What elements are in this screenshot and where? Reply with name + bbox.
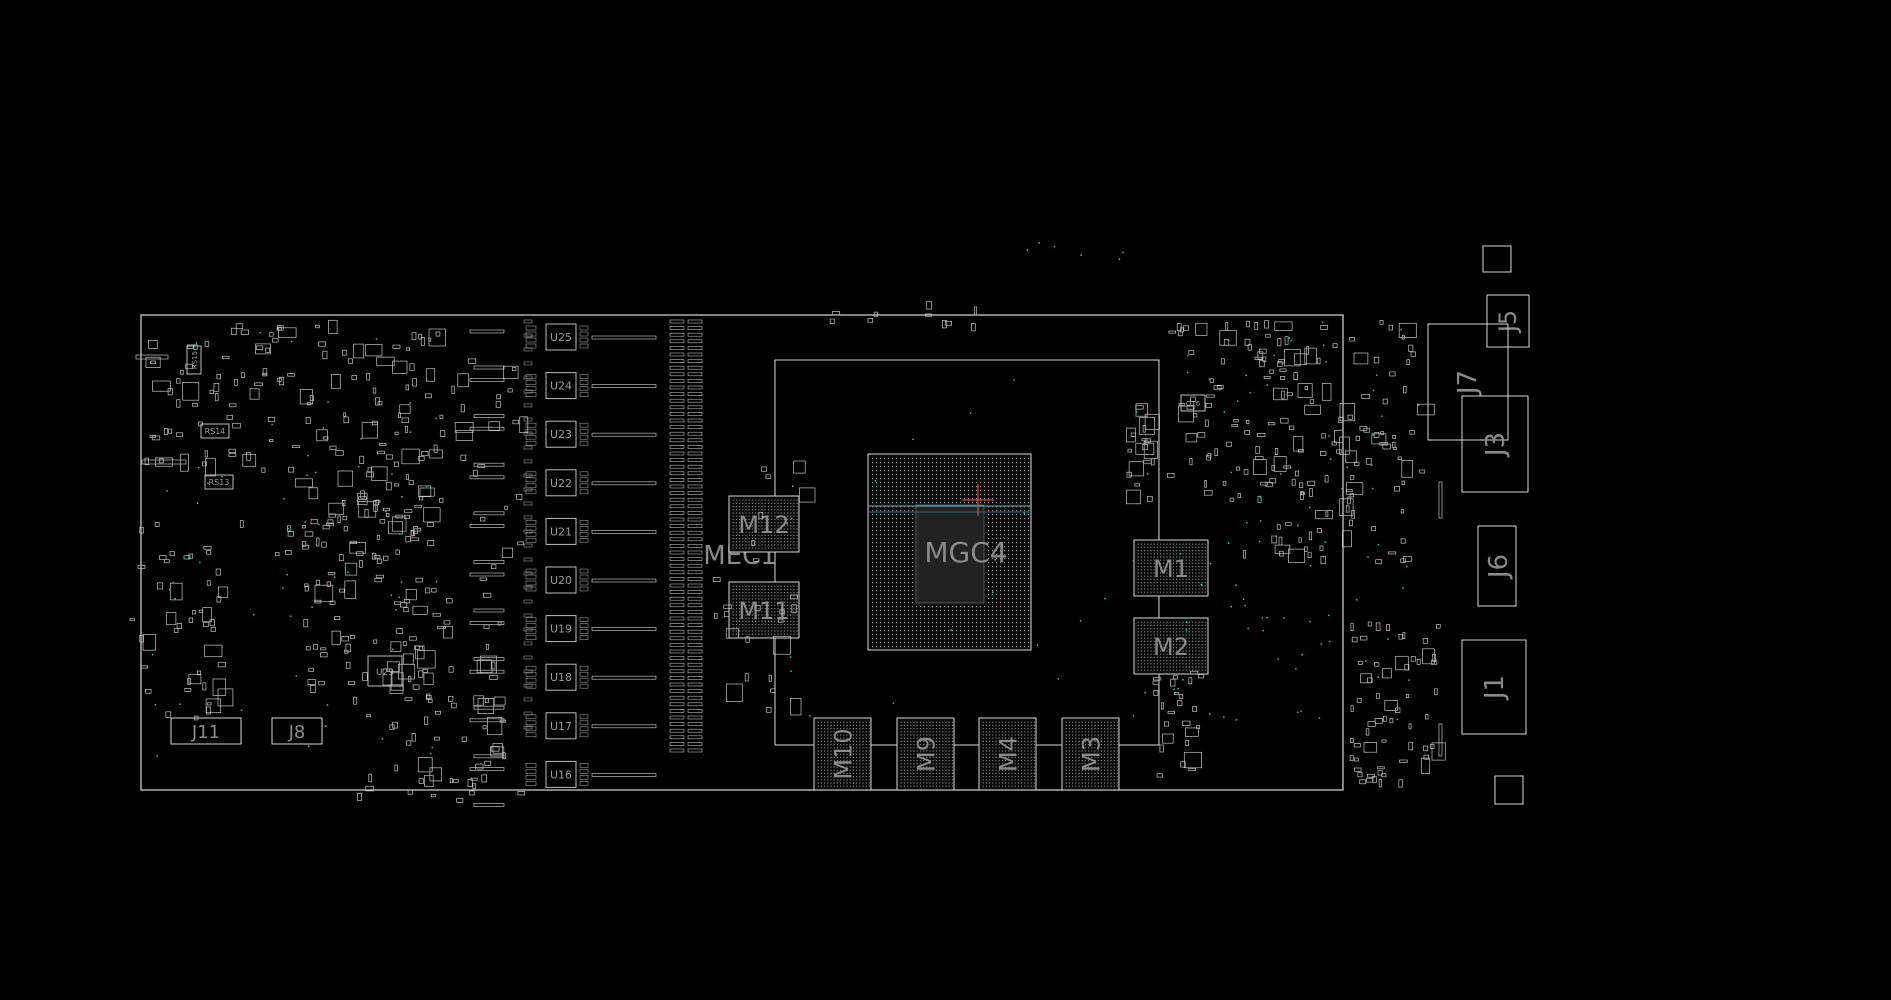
regulator-u22[interactable]: U22: [469, 469, 657, 516]
gpu-chip[interactable]: MGC4: [867, 453, 1032, 651]
regulator-u23[interactable]: U23: [469, 420, 657, 467]
u19-label: U19: [550, 623, 572, 636]
memory-chip-m4[interactable]: M4: [978, 717, 1037, 791]
j8-label: J8: [288, 722, 306, 743]
memory-chip-m1[interactable]: M1: [1133, 539, 1209, 597]
u21-label: U21: [550, 525, 572, 538]
m11-label: M11: [738, 597, 789, 625]
smd-component-cluster: [129, 301, 1446, 803]
u22-label: U22: [550, 477, 572, 490]
q16-label: Q16: [1186, 400, 1201, 408]
regulator-u21[interactable]: U21: [469, 517, 657, 564]
rs13-label: RS13: [209, 478, 230, 487]
u25-label: U25: [550, 331, 572, 344]
memory-chip-m11[interactable]: M11: [728, 581, 800, 639]
connector-j11[interactable]: J11: [170, 717, 242, 745]
m2-label: M2: [1153, 633, 1189, 661]
memory-chip-m10[interactable]: M10: [813, 717, 872, 791]
rs14-label: RS14: [205, 427, 226, 436]
regulator-u17[interactable]: U17: [469, 712, 657, 759]
regulator-u18[interactable]: U18: [469, 663, 657, 710]
j7-label: J7: [1453, 370, 1483, 396]
m12-label: M12: [738, 511, 789, 539]
regulator-u20[interactable]: U20: [469, 566, 657, 613]
m3-label: M3: [1078, 736, 1106, 772]
connector-j8[interactable]: J8: [271, 717, 323, 745]
regulator-u25[interactable]: U25: [469, 323, 657, 370]
connector-j6[interactable]: J6: [1477, 525, 1517, 607]
via-scatter: [151, 242, 1420, 758]
j11-label: J11: [191, 722, 220, 743]
j3-label: J3: [1481, 432, 1511, 458]
u23-label: U23: [550, 428, 572, 441]
regulator-u16[interactable]: U16: [469, 760, 657, 807]
gpu-label: MGC4: [924, 536, 1007, 569]
regulator-u19[interactable]: U19: [469, 615, 657, 661]
memory-chip-m3[interactable]: M3: [1061, 717, 1120, 791]
connector-j3[interactable]: J3: [1461, 395, 1529, 493]
mounting-pad-bottom: [1494, 775, 1524, 805]
memory-chip-m2[interactable]: M2: [1133, 617, 1209, 675]
rs15-label: RS15: [191, 351, 199, 369]
u24-label: U24: [550, 380, 572, 393]
resistor-rs15[interactable]: RS15: [186, 345, 202, 375]
mounting-pad-top: [1482, 245, 1512, 273]
m10-label: M10: [830, 728, 858, 779]
transistor-q16[interactable]: Q16: [1180, 394, 1206, 412]
resistor-rs13[interactable]: RS13: [204, 474, 234, 490]
u29-label: U29: [376, 668, 394, 678]
regulator-u24[interactable]: U24: [469, 372, 657, 418]
u17-label: U17: [550, 720, 572, 733]
board-outline: [140, 314, 1344, 791]
connector-j7[interactable]: J7: [1427, 323, 1509, 441]
j6-label: J6: [1484, 554, 1514, 580]
memory-chip-m9[interactable]: M9: [896, 717, 955, 791]
u20-label: U20: [550, 574, 572, 587]
u18-label: U18: [550, 671, 572, 684]
u16-label: U16: [550, 768, 572, 781]
connector-j1[interactable]: J1: [1461, 639, 1527, 735]
j1-label: J1: [1480, 675, 1510, 701]
m4-label: M4: [995, 736, 1023, 772]
memory-chip-m12[interactable]: M12: [728, 495, 800, 553]
resistor-rs14[interactable]: RS14: [200, 423, 230, 439]
chip-u29[interactable]: U29: [367, 655, 403, 687]
resistor-array-column: [523, 319, 703, 753]
m9-label: M9: [913, 736, 941, 772]
m1-label: M1: [1153, 555, 1189, 583]
